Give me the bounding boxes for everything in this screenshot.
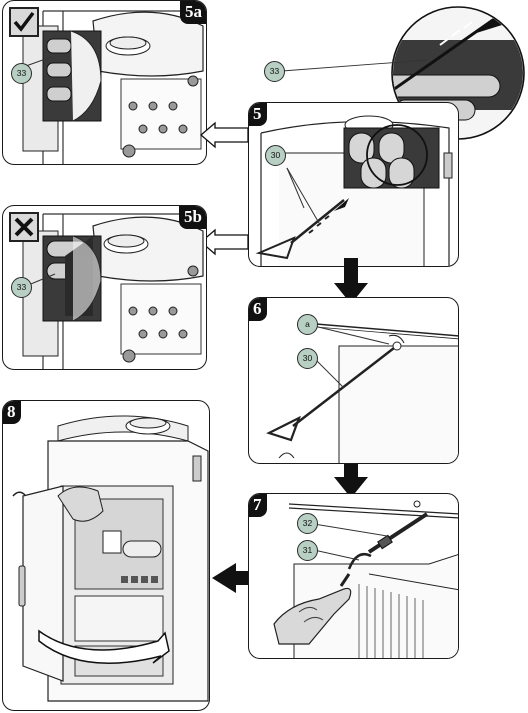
panel-step-5: 5 30 (248, 102, 459, 267)
cross-mark-icon (9, 212, 39, 242)
step-label-6: 6 (249, 298, 267, 321)
callout-33: 33 (11, 63, 32, 84)
stove-open-firebox-illustration (12, 415, 209, 702)
handle-assembly-illustration (273, 500, 458, 658)
callout-33-wrong: 33 (11, 277, 32, 298)
check-mark-icon (9, 7, 39, 37)
stove-top-illustration-wrong (22, 213, 206, 369)
step-label-8: 8 (3, 401, 21, 424)
callout-30: 30 (265, 145, 286, 166)
callout-a: a (297, 314, 318, 335)
callout-32: 32 (297, 513, 318, 534)
callout-30-step6: 30 (297, 348, 318, 369)
panel-step-8: 8 (2, 400, 210, 711)
stove-top-illustration (22, 10, 206, 164)
panel-step-5b: 5b 33 (2, 205, 207, 370)
callout-31: 31 (297, 540, 318, 561)
step-label-5b: 5b (179, 206, 206, 229)
panel-step-5a: 5a 33 (2, 0, 207, 165)
stove-open-door-illustration (255, 115, 453, 266)
step-label-5a: 5a (180, 1, 206, 24)
panel-step-7: 7 32 31 (248, 493, 459, 659)
step-label-7: 7 (249, 494, 267, 517)
step-label-5: 5 (249, 103, 267, 126)
tool-removal-illustration (266, 322, 458, 463)
callout-33-zoom: 33 (264, 61, 285, 82)
panel-step-6: 6 a 30 (248, 297, 459, 464)
